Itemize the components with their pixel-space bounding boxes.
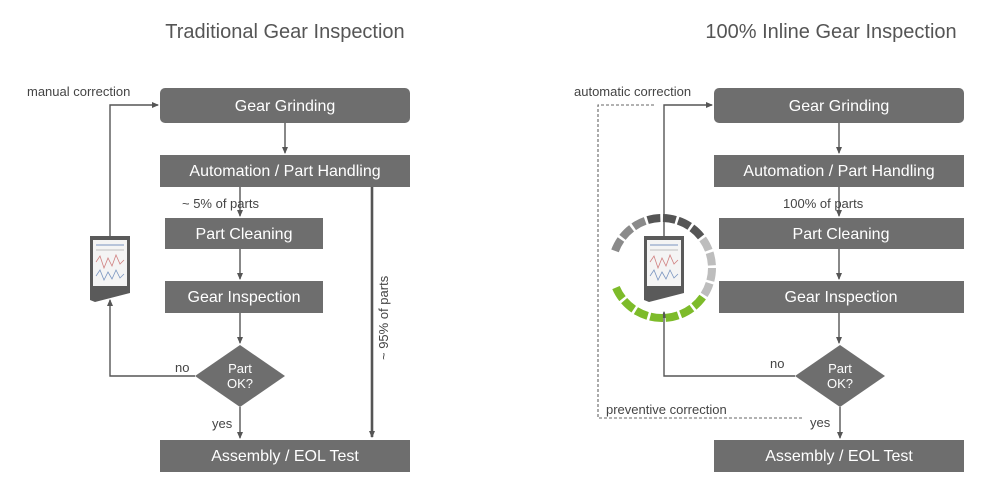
ring-segment	[665, 311, 680, 322]
ring-segment	[662, 214, 677, 224]
left-gear-inspection-label: Gear Inspection	[188, 289, 301, 306]
right-part-cleaning-label: Part Cleaning	[793, 226, 890, 243]
left-no-return-line	[107, 299, 195, 377]
left-gear-grinding-box	[160, 88, 410, 123]
left-assembly-box	[160, 440, 410, 472]
left-part-cleaning-box	[165, 218, 323, 249]
left-gear-grinding-label: Gear Grinding	[235, 98, 336, 115]
right-automatic-correction-label: automatic correction	[574, 84, 691, 99]
right-gear-inspection-box	[719, 281, 964, 313]
left-decision-line2: OK?	[227, 376, 253, 391]
right-yes-label: yes	[810, 415, 831, 430]
ring-segment	[691, 294, 706, 310]
left-title: Traditional Gear Inspection	[165, 21, 404, 43]
ring-segment	[649, 312, 664, 322]
ring-segment	[646, 214, 661, 224]
left-share-label: ~ 5% of parts	[182, 196, 259, 211]
right-part-cleaning-box	[719, 218, 964, 249]
right-correction-line	[663, 102, 713, 236]
right-share-label: 100% of parts	[783, 196, 864, 211]
ring-segment	[706, 268, 716, 282]
right-decision-line1: Part	[828, 361, 852, 376]
left-bypass-label: ~ 95% of parts	[376, 275, 391, 360]
right-preventive-correction-label: preventive correction	[606, 402, 727, 417]
right-title: 100% Inline Gear Inspection	[705, 21, 956, 43]
right-gear-grinding-box	[714, 88, 964, 123]
ring-segment	[621, 298, 636, 313]
right-gear-grinding-label: Gear Grinding	[789, 98, 890, 115]
ring-segment	[631, 217, 647, 231]
right-diagram: 100% Inline Gear Inspection Gear Grindin…	[574, 21, 964, 472]
left-diagram: Traditional Gear Inspection Gear Grindin…	[27, 21, 410, 472]
left-decision-diamond	[195, 345, 285, 407]
right-automation-box	[714, 155, 964, 187]
ring-segment	[699, 236, 713, 252]
ring-segment	[700, 282, 714, 298]
right-decision-diamond	[795, 345, 885, 407]
left-manual-correction-line	[109, 102, 159, 236]
left-automation-label: Automation / Part Handling	[189, 163, 380, 180]
ring-segment	[619, 225, 635, 240]
left-assembly-label: Assembly / EOL Test	[211, 448, 359, 465]
right-gear-inspection-label: Gear Inspection	[785, 289, 898, 306]
ring-segment	[705, 251, 716, 266]
right-no-label: no	[770, 356, 784, 371]
progress-ring-icon	[611, 214, 716, 322]
right-assembly-box	[714, 440, 964, 472]
left-decision-line1: Part	[228, 361, 252, 376]
report-device-icon	[644, 236, 684, 302]
left-automation-box	[160, 155, 410, 187]
left-part-cleaning-label: Part Cleaning	[196, 226, 293, 243]
ring-segment	[679, 304, 695, 319]
ring-segment	[611, 237, 625, 253]
right-assembly-label: Assembly / EOL Test	[765, 448, 913, 465]
right-preventive-correction-line	[597, 104, 802, 419]
ring-segment	[612, 285, 626, 302]
ring-segment	[689, 224, 705, 240]
right-decision-line2: OK?	[827, 376, 853, 391]
left-no-label: no	[175, 360, 189, 375]
left-gear-inspection-box	[165, 281, 323, 313]
left-yes-label: yes	[212, 416, 233, 431]
right-no-return-line	[661, 311, 795, 377]
left-manual-correction-label: manual correction	[27, 84, 130, 99]
report-device-icon	[90, 236, 130, 302]
ring-segment	[676, 216, 692, 230]
right-automation-label: Automation / Part Handling	[743, 163, 934, 180]
ring-segment	[633, 307, 649, 320]
